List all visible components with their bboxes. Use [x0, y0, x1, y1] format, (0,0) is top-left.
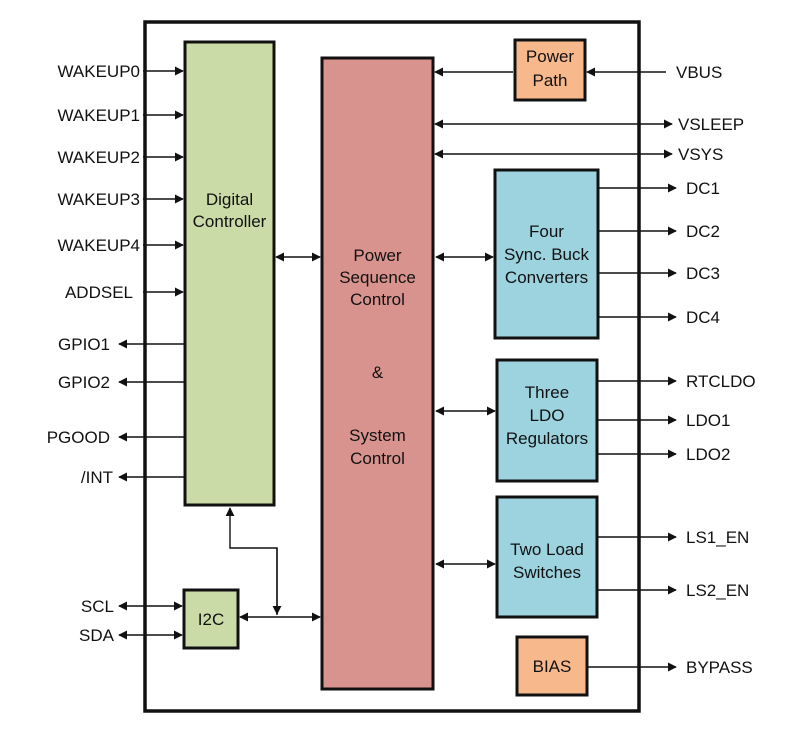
buck-label-3: Converters: [505, 268, 588, 287]
load-switch-outputs: LS1_EN LS2_EN: [597, 528, 749, 600]
sequence-label-5: System: [349, 426, 406, 445]
int-label: /INT: [81, 468, 113, 487]
ldo-outputs: RTCLDO LDO1 LDO2: [597, 372, 756, 464]
vbus-label: VBUS: [676, 63, 722, 82]
power-pins: VBUS VSLEEP VSYS: [434, 63, 744, 164]
dc1-label: DC1: [686, 179, 720, 198]
sequence-label-2: Sequence: [339, 268, 416, 287]
gpio2-label: GPIO2: [58, 373, 110, 392]
ldo-regulators-block: Three LDO Regulators: [495, 358, 599, 483]
digital-controller-label-2: Controller: [193, 212, 267, 231]
buck-outputs: DC1 DC2 DC3 DC4: [598, 179, 720, 327]
digital-controller-label-1: Digital: [206, 190, 253, 209]
ldo-label-3: Regulators: [506, 429, 588, 448]
bias-block: BIAS: [515, 635, 589, 697]
dc2-label: DC2: [686, 222, 720, 241]
load-switch-label-2: Switches: [513, 563, 581, 582]
addsel-label: ADDSEL: [65, 283, 133, 302]
wakeup1-label: WAKEUP1: [57, 106, 140, 125]
wakeup2-label: WAKEUP2: [57, 148, 140, 167]
buck-converters-block: Four Sync. Buck Converters: [493, 168, 600, 340]
ldo-label-2: LDO: [530, 406, 565, 425]
power-path-block: Power Path: [513, 38, 587, 102]
sequence-label-1: Power: [353, 246, 402, 265]
i2c-block: I2C: [182, 588, 240, 650]
ldo2-label: LDO2: [686, 445, 730, 464]
bypass-output: BYPASS: [587, 658, 753, 677]
wakeup4-label: WAKEUP4: [57, 236, 140, 255]
ls1-label: LS1_EN: [686, 528, 749, 547]
buck-label-1: Four: [529, 222, 564, 241]
power-path-label-1: Power: [526, 47, 575, 66]
dc4-label: DC4: [686, 308, 720, 327]
sda-label: SDA: [79, 626, 115, 645]
wakeup0-label: WAKEUP0: [57, 62, 140, 81]
i2c-pins: SCL SDA: [79, 597, 183, 645]
vsys-label: VSYS: [678, 145, 723, 164]
rtcldo-label: RTCLDO: [686, 372, 756, 391]
bypass-label: BYPASS: [686, 658, 753, 677]
sequence-label-4: &: [372, 363, 384, 382]
sequence-label-3: Control: [350, 290, 405, 309]
power-sequence-block: Power Sequence Control & System Control: [320, 56, 435, 691]
ldo-label-1: Three: [525, 383, 569, 402]
ls2-label: LS2_EN: [686, 581, 749, 600]
wakeup3-label: WAKEUP3: [57, 190, 140, 209]
load-switches-block: Two Load Switches: [495, 495, 599, 619]
buck-label-2: Sync. Buck: [504, 245, 590, 264]
i2c-label: I2C: [198, 610, 224, 629]
internal-connections: [225, 252, 496, 622]
scl-label: SCL: [81, 597, 114, 616]
load-switch-label-1: Two Load: [510, 540, 584, 559]
power-path-label-2: Path: [533, 71, 568, 90]
bias-label: BIAS: [533, 657, 572, 676]
wakeup-inputs: WAKEUP0 WAKEUP1 WAKEUP2 WAKEUP3 WAKEUP4 …: [57, 62, 184, 302]
vsleep-label: VSLEEP: [678, 115, 744, 134]
digital-controller-block: Digital Controller: [183, 40, 276, 507]
ldo1-label: LDO1: [686, 411, 730, 430]
sequence-label-6: Control: [350, 449, 405, 468]
dc3-label: DC3: [686, 264, 720, 283]
pgood-label: PGOOD: [47, 428, 110, 447]
left-outputs: GPIO1 GPIO2 PGOOD /INT: [47, 335, 185, 487]
gpio1-label: GPIO1: [58, 335, 110, 354]
